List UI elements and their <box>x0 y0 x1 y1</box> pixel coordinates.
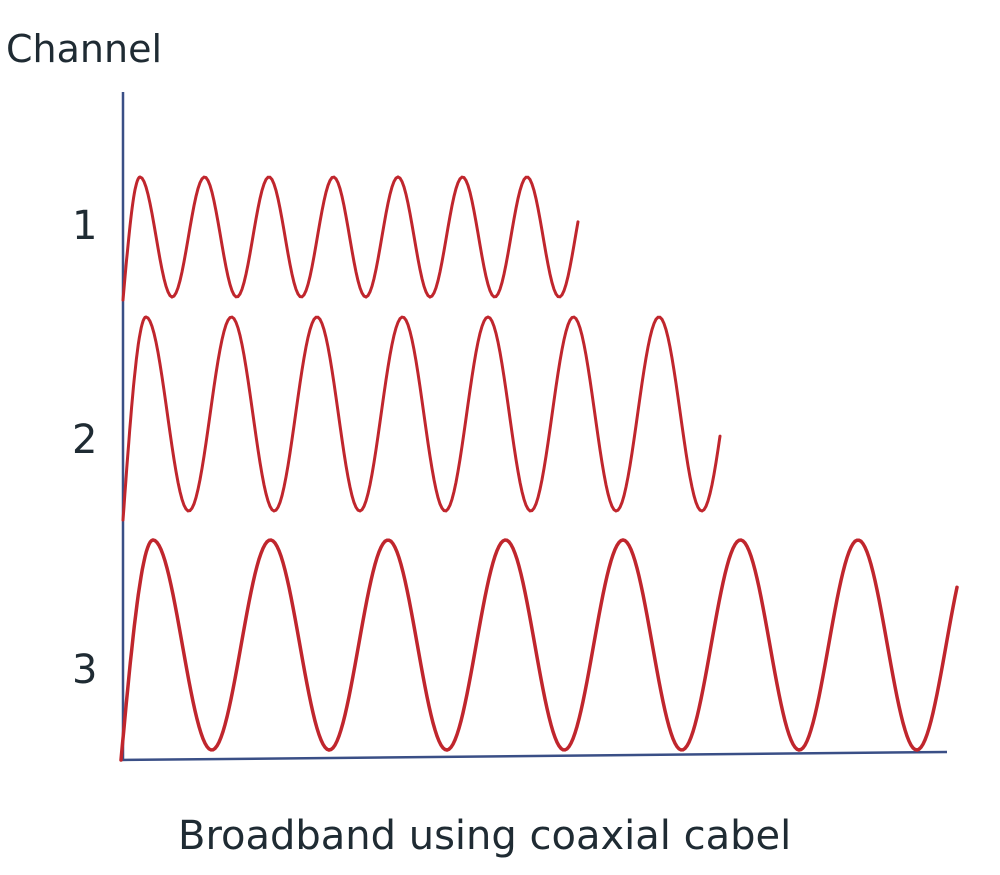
channel-label-3: 3 <box>72 647 98 693</box>
channel-2-wave <box>121 315 722 522</box>
diagram-caption: Broadband using coaxial cabel <box>178 813 792 859</box>
axis-title: Channel <box>6 27 163 71</box>
channel-label-1: 1 <box>72 203 98 249</box>
x-axis <box>119 750 948 762</box>
channel-1-wave <box>121 175 580 302</box>
channel-label-2: 2 <box>72 417 98 463</box>
channel-3-wave <box>119 538 959 762</box>
